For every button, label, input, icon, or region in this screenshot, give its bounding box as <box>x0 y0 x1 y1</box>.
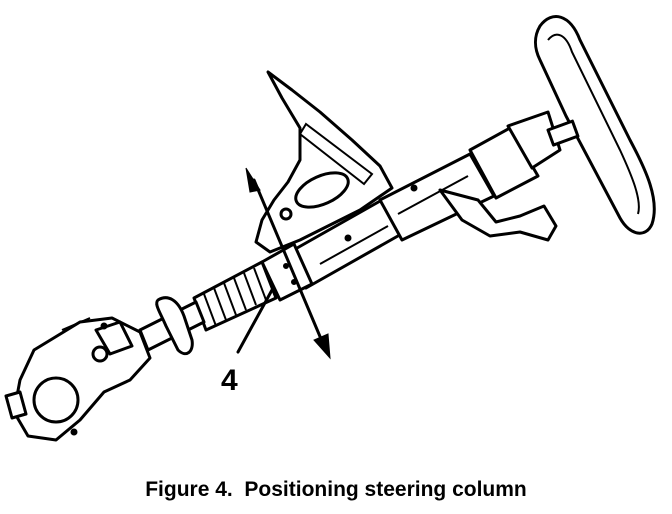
mounting-bracket <box>254 70 394 254</box>
intermediate-shaft <box>138 296 206 356</box>
callout-4-label: 4 <box>221 364 238 397</box>
steering-wheel <box>534 15 656 235</box>
bellows-boot <box>192 260 278 332</box>
callout-leader <box>236 288 274 354</box>
universal-joint <box>4 316 152 442</box>
direction-arrow <box>245 167 331 360</box>
column-housing <box>288 110 580 290</box>
figure-caption: Figure 4. Positioning steering column <box>145 478 527 501</box>
